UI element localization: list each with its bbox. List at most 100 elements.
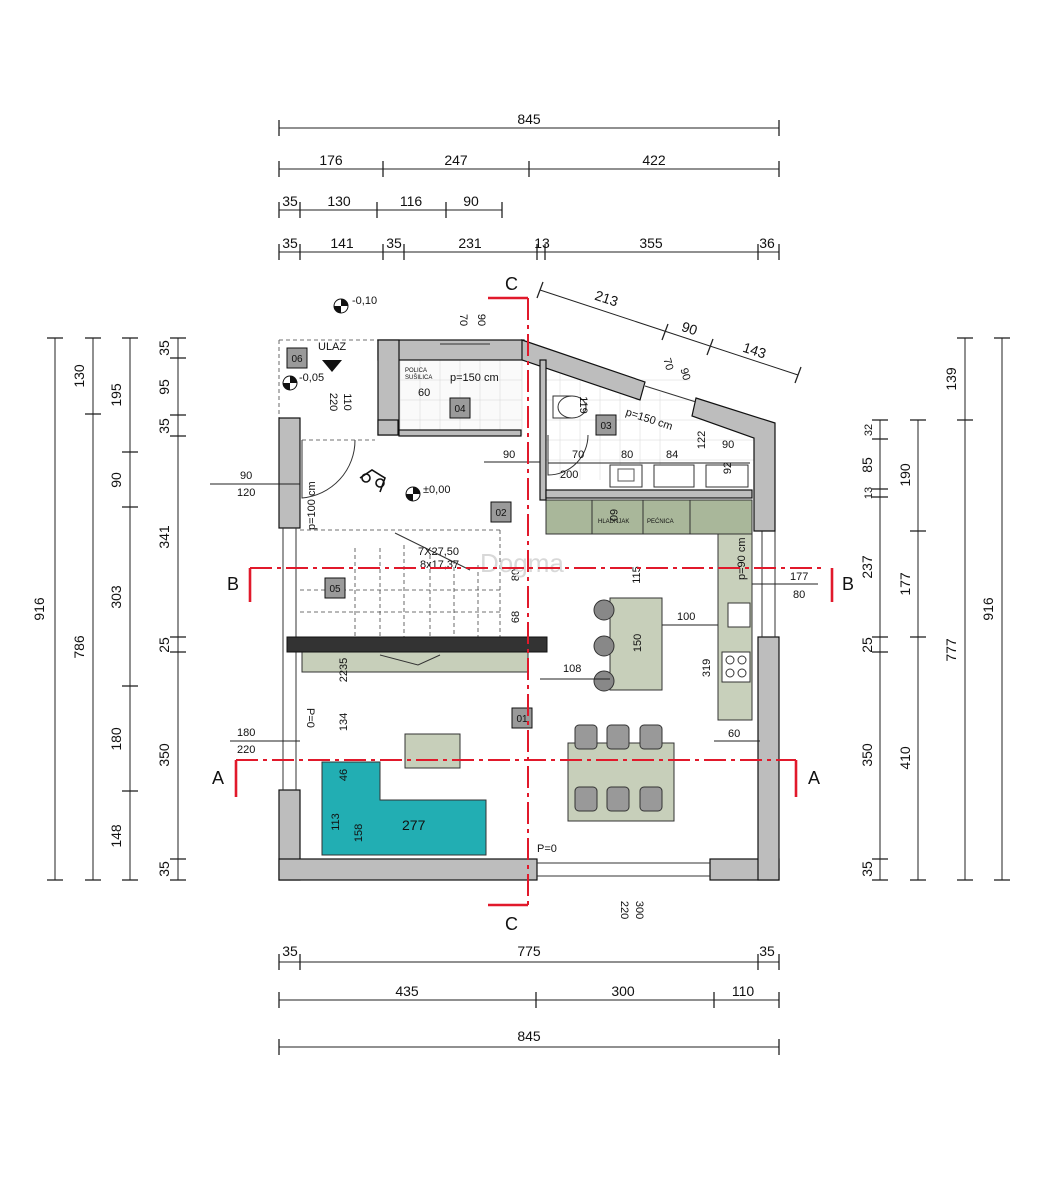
dim-top-176: 176 [319, 152, 343, 168]
room-03: 03 [600, 421, 612, 432]
entrance-arrow-icon [322, 360, 342, 372]
dim-70c: 70 [572, 449, 584, 461]
dim-top-90: 90 [463, 193, 479, 209]
dim-108: 108 [563, 663, 581, 675]
label-stairs-2: 8x17,37 [420, 559, 459, 571]
dim-60c: 60 [728, 728, 740, 740]
dim-top-35b: 35 [282, 235, 298, 251]
dim-bottom-435: 435 [395, 983, 419, 999]
dim-sofa-113: 113 [330, 813, 342, 831]
dim-90d: 90 [722, 439, 734, 451]
bottom-dimensions: 35 775 35 435 300 110 845 [278, 943, 780, 1055]
section-a-left: A [212, 768, 224, 788]
label-stairs-1: 7X27,50 [418, 546, 459, 558]
label-entrance: ULAZ [318, 341, 346, 353]
dim-top-13: 13 [534, 235, 550, 251]
dim-top-355: 355 [639, 235, 663, 251]
dim-2235: 2235 [338, 658, 350, 682]
dim-180-inner: 180 [237, 727, 255, 739]
dim-122: 122 [696, 431, 708, 449]
plan-labels: p=150 cm p=150 cm p=100 cm p=90 cm P=0 P… [304, 341, 748, 855]
dim-right-350: 350 [859, 743, 875, 767]
dim-left-786: 786 [71, 635, 87, 659]
dim-177-inner: 177 [790, 571, 808, 583]
dim-left-341: 341 [156, 525, 172, 549]
dim-bottom-300: 300 [611, 983, 635, 999]
dim-sofa-46: 46 [338, 769, 350, 781]
label-shelf-2: SUŠILICA [405, 374, 432, 381]
level-marker-icon-main [405, 486, 421, 502]
label-p0-left: P=0 [304, 708, 316, 728]
dim-300: 300 [633, 901, 645, 919]
dim-120: 120 [237, 487, 255, 499]
dim-bottom-110: 110 [732, 983, 755, 999]
dim-80: 80 [621, 449, 633, 461]
dim-70a: 70 [457, 314, 469, 326]
wall-bottom-left [278, 858, 538, 881]
dim-150: 150 [632, 634, 644, 652]
dim-right-32: 32 [863, 424, 875, 436]
dim-left-25: 25 [156, 637, 172, 653]
level-entry: -0,05 [299, 372, 324, 384]
top-dimensions: 845 176 247 422 35 130 116 90 35 141 35 … [278, 111, 780, 260]
dim-84: 84 [666, 449, 678, 461]
dim-90-left: 90 [240, 470, 252, 482]
dim-right-35: 35 [859, 861, 875, 877]
label-p150-bath: p=150 cm [450, 372, 499, 384]
dim-top-36: 36 [759, 235, 775, 251]
label-fridge: HLADNJAK [598, 519, 629, 525]
dim-134: 134 [338, 713, 350, 731]
dim-left-916: 916 [31, 597, 47, 621]
dim-top-422: 422 [642, 152, 666, 168]
wall-left-upper [278, 417, 301, 529]
dim-220b: 220 [237, 744, 255, 756]
dim-80b: 80 [510, 569, 522, 581]
dim-right-85: 85 [859, 457, 875, 473]
label-sofa: 277 [402, 817, 426, 833]
dim-left-90: 90 [108, 472, 124, 488]
section-b-right: B [842, 574, 854, 594]
dim-90c: 90 [503, 449, 515, 461]
dim-70b: 70 [661, 357, 676, 372]
dim-right-25: 25 [859, 637, 875, 653]
walls [278, 339, 780, 881]
room-06: 06 [291, 354, 303, 365]
dim-right-916: 916 [980, 597, 996, 621]
wall-partition-vertical [539, 359, 547, 501]
label-shelf: POLICA [405, 368, 427, 374]
dim-right-190: 190 [897, 463, 913, 487]
dim-60: 60 [418, 387, 430, 399]
wall-slanted-left [521, 339, 646, 401]
dim-diag-213: 213 [593, 287, 620, 310]
dim-top-total: 845 [517, 111, 541, 127]
dim-right-777: 777 [943, 638, 959, 662]
section-c-top: C [505, 274, 518, 294]
dim-right-237: 237 [859, 555, 875, 579]
dim-right-410: 410 [897, 746, 913, 770]
dim-92: 92 [722, 462, 734, 474]
label-p150-wc: p=150 cm [624, 406, 674, 432]
level-main: ±0,00 [423, 484, 450, 496]
dim-left-35b: 35 [156, 418, 172, 434]
room-02: 02 [495, 508, 507, 519]
wall-slanted-right [691, 397, 776, 532]
dim-220: 220 [327, 393, 339, 411]
dim-left-95: 95 [156, 379, 172, 395]
dim-100: 100 [677, 611, 695, 623]
level-marker-icon-top [333, 298, 349, 314]
dim-left-35c: 35 [156, 861, 172, 877]
wall-right-lower [757, 636, 780, 881]
section-b-left: B [227, 574, 239, 594]
room-01: 01 [516, 714, 528, 725]
dim-sofa-158: 158 [353, 824, 365, 842]
dim-diag-143: 143 [741, 339, 768, 362]
dim-68: 68 [510, 611, 522, 623]
label-p100: p=100 cm [306, 481, 318, 530]
dim-right-139: 139 [943, 367, 959, 391]
dim-bottom-775: 775 [517, 943, 541, 959]
dim-220c: 220 [618, 901, 630, 919]
label-p0-bottom: P=0 [537, 843, 557, 855]
dim-right-177: 177 [897, 572, 913, 596]
wall-partition-horizontal [545, 489, 753, 499]
